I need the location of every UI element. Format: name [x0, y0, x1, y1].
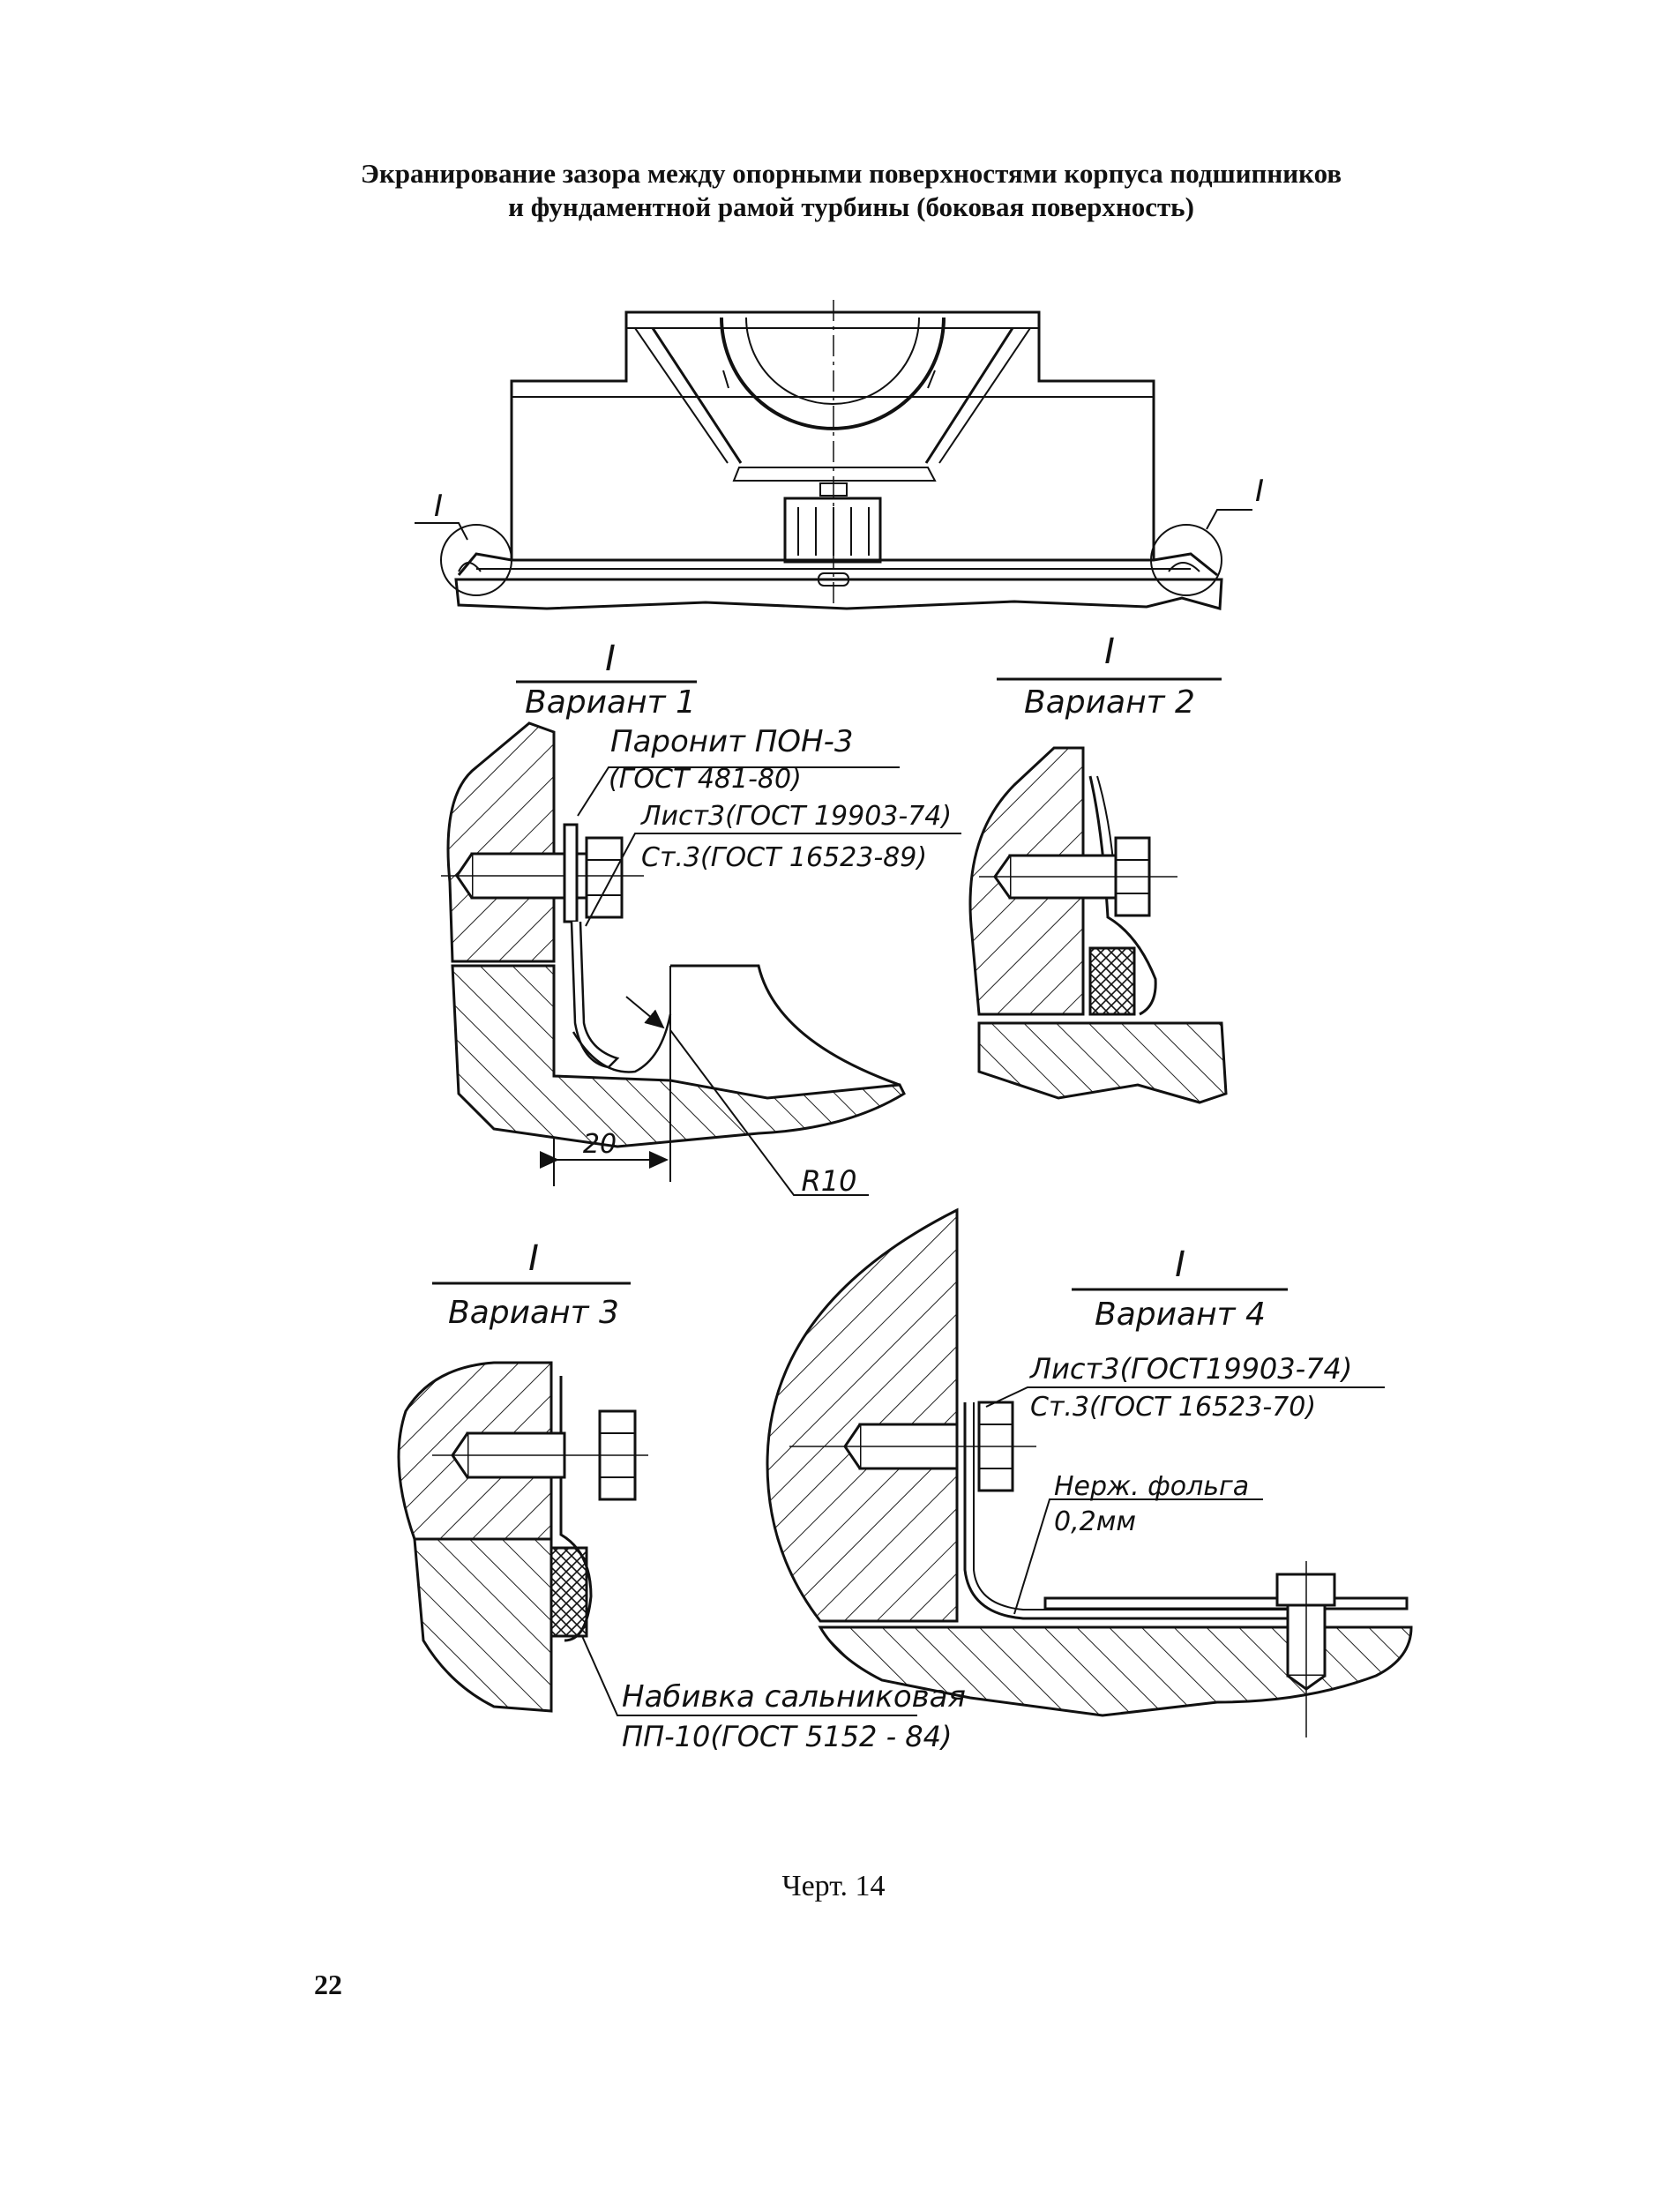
- variant-1-title: Вариант 1: [525, 684, 696, 721]
- v1-sheet-label-2: Ст.3(ГОСТ 16523-89): [641, 842, 927, 873]
- title-line-2: и фундаментной рамой турбины (боковая по…: [508, 191, 1194, 222]
- v3-packing-label-2: ПП-10(ГОСТ 5152 - 84): [622, 1720, 952, 1753]
- bearing-housing-overview: [415, 300, 1252, 610]
- callout-left-label: I: [434, 489, 443, 524]
- detail-circle-right: [1150, 524, 1222, 596]
- v1-radius-label: R10: [802, 1164, 857, 1198]
- foundation-frame: [454, 578, 1223, 610]
- variant-2-section-label: I: [1104, 631, 1115, 672]
- variant-1-detail: [441, 721, 961, 1196]
- packing: [549, 1546, 588, 1638]
- frame-section: [977, 1021, 1228, 1104]
- detail-circle-left: [440, 524, 512, 596]
- bearing-bore: [720, 317, 946, 430]
- frame-section: [818, 1625, 1413, 1717]
- variant-4-detail: [766, 1207, 1413, 1737]
- v4-foil-label-1: Нерж. фольга: [1054, 1471, 1249, 1502]
- title-line-1: Экранирование зазора между опорными пове…: [360, 158, 1342, 189]
- variant-1-heading: I Вариант 1: [516, 639, 697, 721]
- variant-4-section-label: I: [1175, 1244, 1185, 1285]
- v1-paronit-label-2: (ГОСТ 481-80): [609, 764, 802, 795]
- variant-3-title: Вариант 3: [448, 1295, 619, 1331]
- v4-sheet-label-1: Лист3(ГОСТ19903-74): [1029, 1352, 1352, 1386]
- variant-1-section-label: I: [605, 639, 616, 679]
- figure-caption: Черт. 14: [781, 1870, 886, 1902]
- housing-section: [766, 1207, 959, 1623]
- variant-2-detail: [968, 746, 1228, 1104]
- foil-strip: [963, 1402, 1323, 1620]
- variant-2-heading: I Вариант 2: [997, 631, 1222, 721]
- frame-section: [413, 1537, 553, 1713]
- page-number: 22: [314, 1969, 342, 2000]
- variant-3-detail: [397, 1361, 917, 1716]
- variant-4-heading: I Вариант 4: [1072, 1244, 1288, 1333]
- clamp-plate: [1043, 1596, 1409, 1610]
- v1-dimension-20: 20: [583, 1129, 617, 1160]
- page-title: Экранирование зазора между опорными пове…: [265, 157, 1438, 224]
- housing-section: [446, 721, 556, 963]
- frame-section: [451, 964, 906, 1148]
- v1-sheet-label-1: Лист3(ГОСТ 19903-74): [640, 801, 952, 832]
- variant-3-section-label: I: [528, 1238, 539, 1279]
- packing: [1088, 946, 1136, 1016]
- v4-foil-label-2: 0,2мм: [1054, 1506, 1136, 1537]
- sheet-strip: [570, 921, 620, 1069]
- variant-2-title: Вариант 2: [1024, 684, 1195, 721]
- bolt-head: [585, 836, 624, 919]
- variant-4-title: Вариант 4: [1095, 1297, 1266, 1333]
- variant-3-heading: I Вариант 3: [432, 1238, 631, 1331]
- callout-right-label: I: [1255, 474, 1264, 509]
- v1-paronit-label-1: Паронит ПОН-3: [610, 724, 854, 759]
- v4-sheet-label-2: Ст.3(ГОСТ 16523-70): [1030, 1392, 1316, 1423]
- housing-outline: [510, 310, 1155, 560]
